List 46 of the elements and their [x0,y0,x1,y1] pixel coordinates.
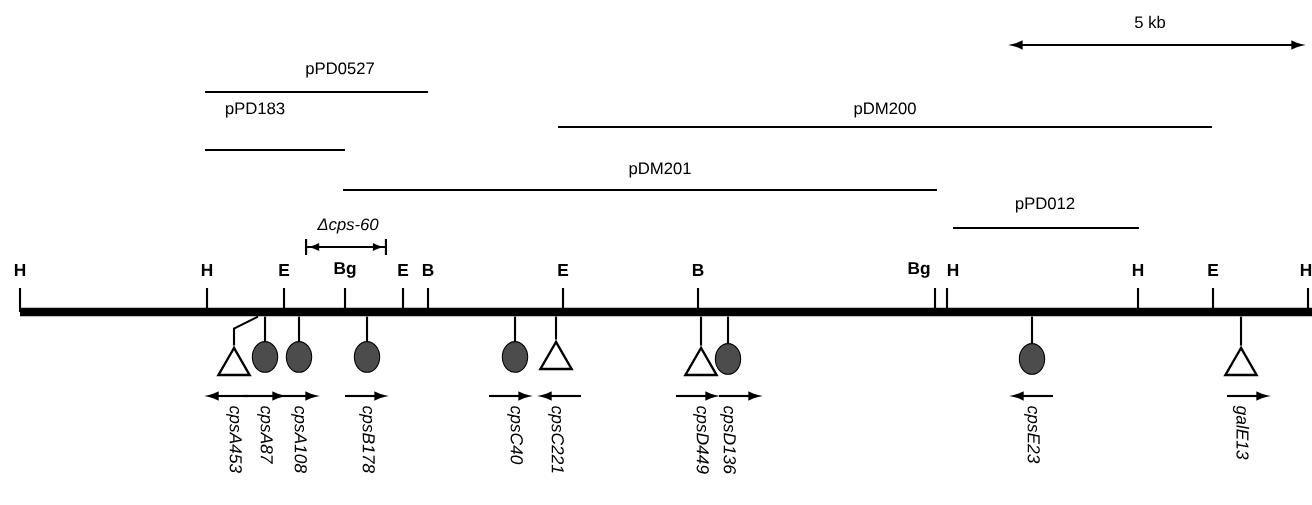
mutation-label: cpsA108 [291,406,307,473]
site-label: H [201,264,213,276]
stem-line [232,315,259,346]
plasmid-label: pPD183 [225,102,285,118]
site-label: E [558,264,569,276]
mutation-oval [353,341,381,373]
site-label: B [422,264,434,276]
stem-line [699,316,703,346]
site-label: B [692,264,704,276]
mutation-label: cpsA87 [257,406,273,464]
mutation-label: cpsD449 [693,406,709,474]
stem-line [554,316,558,340]
deletion-label: Δcps-60 [317,218,379,234]
mutation-label: galE13 [1232,405,1250,460]
site-label: Bg [334,262,356,278]
mutation-label: cpsC221 [548,406,564,473]
stem-line [263,316,267,342]
site-label: H [1300,264,1312,276]
mutation-oval [251,341,279,373]
stem-line [726,316,730,344]
stem-line [1239,316,1243,346]
scale-label: 5 kb [1134,15,1166,29]
mutation-oval [285,341,313,373]
site-label: E [279,264,290,276]
site-label: H [1132,264,1144,276]
mutation-oval [501,341,529,373]
site-label: E [1208,264,1219,276]
mutation-oval [1018,343,1046,375]
plasmid-label: pDM200 [854,102,916,118]
stem-line [513,316,517,342]
site-label: H [947,264,959,276]
plasmid-label: pPD012 [1015,197,1075,213]
mutation-label: cpsE23 [1024,406,1040,464]
site-label: Bg [908,262,930,278]
plasmid-label: pPD0527 [306,62,374,78]
stem-line [365,316,369,342]
mutation-oval [714,343,742,375]
mutation-label: cpsC40 [507,406,523,465]
mutation-label: cpsD136 [720,406,736,474]
stem-line [1030,316,1034,344]
mutation-label: cpsB178 [359,406,375,473]
plasmid-label: pDM201 [629,162,691,178]
stem-line [297,316,301,342]
site-label: E [398,264,409,276]
site-label: H [14,264,26,276]
mutation-label: cpsA453 [226,406,242,473]
